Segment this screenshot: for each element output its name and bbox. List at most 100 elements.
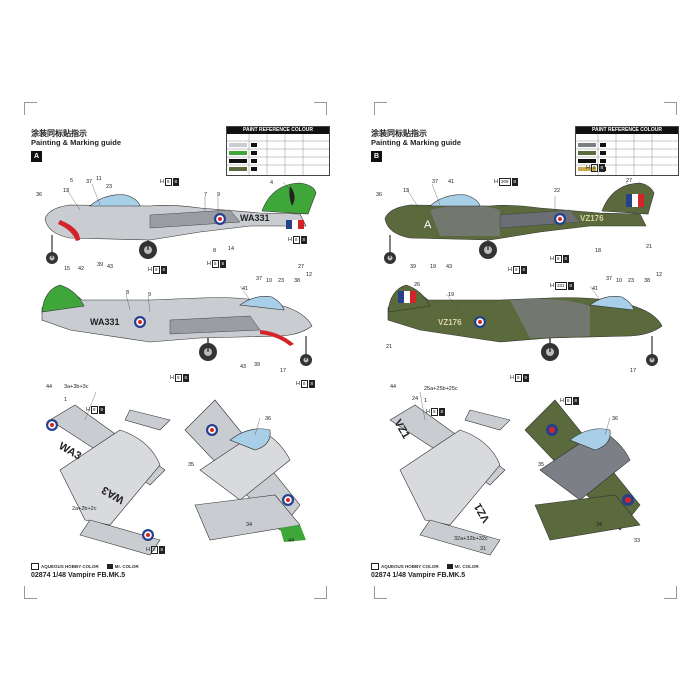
- crop-mark: [24, 586, 37, 599]
- page-title-chinese: 涂装同标贴指示: [31, 129, 87, 138]
- crop-mark: [664, 102, 677, 115]
- svg-text:21: 21: [646, 244, 652, 250]
- svg-text:13: 13: [403, 188, 409, 194]
- leader-lines: [65, 181, 291, 436]
- svg-text:31: 31: [480, 546, 486, 552]
- svg-text:39: 39: [410, 264, 416, 270]
- svg-text:41: 41: [592, 286, 598, 292]
- svg-text:11: 11: [96, 176, 102, 182]
- svg-text:33: 33: [634, 538, 640, 544]
- svg-text:22: 22: [554, 188, 560, 194]
- svg-text:23: 23: [278, 278, 284, 284]
- color-legend: AQUEOUS HOBBY COLOR Mr. COLOR: [31, 563, 139, 570]
- svg-text:37: 37: [256, 276, 262, 282]
- page-title-chinese: 涂装同标贴指示: [371, 129, 427, 138]
- aircraft-profile-right-side: WA331: [44, 182, 317, 264]
- crop-mark: [314, 586, 327, 599]
- crop-mark: [24, 102, 37, 115]
- svg-text:42: 42: [78, 266, 84, 272]
- paint-reference-title: PAINT REFERENCE COLOUR: [576, 127, 678, 134]
- svg-text:21: 21: [386, 344, 392, 350]
- svg-text:44: 44: [288, 538, 294, 544]
- svg-text:36: 36: [265, 416, 271, 422]
- svg-text:12: 12: [656, 272, 662, 278]
- svg-text:37: 37: [432, 179, 438, 185]
- aircraft-underside-view: WA3 WA3: [46, 404, 171, 556]
- color-legend: AQUEOUS HOBBY COLOR Mr. COLOR: [371, 563, 479, 570]
- paint-reference-table: PAINT REFERENCE COLOUR: [575, 126, 679, 176]
- svg-text:14: 14: [228, 246, 234, 252]
- svg-text:39: 39: [254, 362, 260, 368]
- scheme-badge: B: [371, 151, 382, 162]
- svg-text:39: 39: [97, 262, 103, 268]
- kit-footer: 02874 1/48 Vampire FB.MK.5: [31, 572, 126, 579]
- svg-text:37: 37: [86, 179, 92, 185]
- svg-text:34: 34: [596, 522, 602, 528]
- legend-aqueous: AQUEOUS HOBBY COLOR: [41, 564, 99, 569]
- svg-text:43: 43: [107, 264, 113, 270]
- svg-text:VZ1: VZ1: [472, 501, 492, 524]
- svg-text:9: 9: [148, 292, 151, 298]
- aircraft-underside-view: VZ1 VZ1: [389, 404, 511, 556]
- paint-reference-title: PAINT REFERENCE COLOUR: [227, 127, 329, 134]
- svg-text:5: 5: [70, 178, 73, 184]
- svg-text:15: 15: [64, 266, 70, 272]
- svg-text:27: 27: [626, 178, 632, 184]
- svg-text:43: 43: [446, 264, 452, 270]
- page-title: Painting & Marking guide: [31, 138, 122, 147]
- svg-text:2a+2b+2c: 2a+2b+2c: [72, 506, 97, 512]
- crop-mark: [374, 102, 387, 115]
- svg-text:24: 24: [412, 396, 418, 402]
- svg-text:26: 26: [414, 282, 420, 288]
- svg-text:1: 1: [64, 397, 67, 403]
- aircraft-serial: VZ176: [438, 318, 462, 327]
- svg-text:18: 18: [595, 248, 601, 254]
- crop-mark: [374, 586, 387, 599]
- aircraft-serial: WA331: [90, 317, 120, 327]
- svg-text:23: 23: [628, 278, 634, 284]
- svg-text:35: 35: [538, 462, 544, 468]
- right-instruction-sheet: 涂装同标贴指示 Painting & Marking guide B PAINT…: [350, 0, 700, 700]
- svg-text:4: 4: [270, 180, 273, 186]
- svg-text:38: 38: [644, 278, 650, 284]
- svg-text:10: 10: [266, 278, 272, 284]
- svg-text:19: 19: [430, 264, 436, 270]
- svg-text:13: 13: [63, 188, 69, 194]
- svg-text:27: 27: [298, 264, 304, 270]
- paint-reference-table: PAINT REFERENCE COLOUR: [226, 126, 330, 176]
- aircraft-serial: VZ176: [580, 214, 604, 223]
- svg-text:44: 44: [46, 384, 52, 390]
- legend-mr-color: Mr. COLOR: [454, 564, 479, 569]
- svg-text:34: 34: [246, 522, 252, 528]
- svg-text:A: A: [424, 219, 432, 231]
- aircraft-top-view: [524, 399, 641, 541]
- svg-text:10: 10: [616, 278, 622, 284]
- crop-mark: [314, 102, 327, 115]
- legend-aqueous: AQUEOUS HOBBY COLOR: [381, 564, 439, 569]
- svg-text:43: 43: [240, 364, 246, 370]
- svg-text:17: 17: [630, 368, 636, 374]
- svg-text:32a+32b+32c: 32a+32b+32c: [454, 536, 488, 542]
- aircraft-profile-left-side: WA331: [41, 284, 313, 366]
- svg-text:23: 23: [106, 184, 112, 190]
- svg-text:38: 38: [294, 278, 300, 284]
- aircraft-profile-left-side: VZ176: [387, 284, 663, 366]
- paint-table-grid: [227, 134, 329, 175]
- svg-text:3a+3b+3c: 3a+3b+3c: [64, 384, 89, 390]
- svg-text:12: 12: [306, 272, 312, 278]
- leader-lines: [405, 181, 633, 436]
- svg-text:9: 9: [217, 192, 220, 198]
